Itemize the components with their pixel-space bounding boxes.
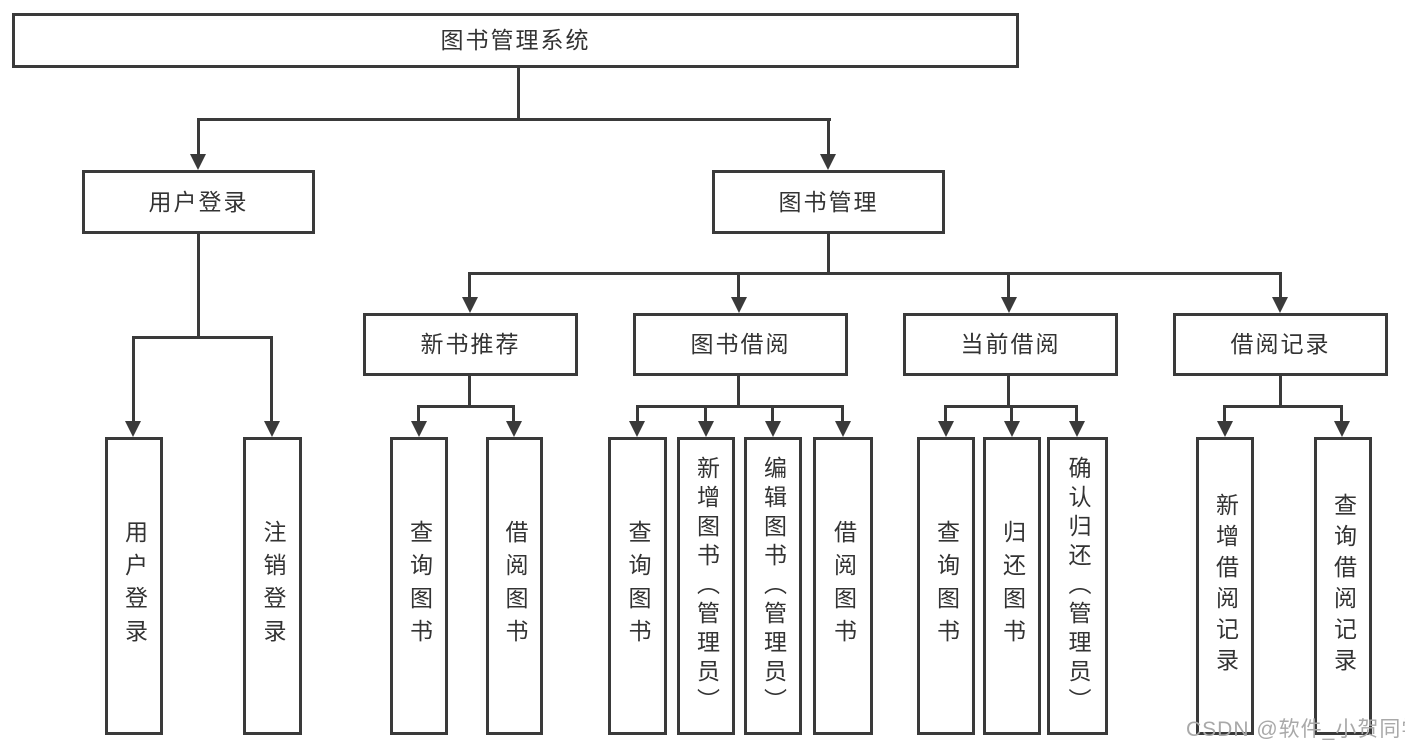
leaf-confirm-return-admin: 确认归还（管理员） xyxy=(1047,437,1108,735)
leaf-borrow-books-1-label: 借阅图书 xyxy=(502,520,528,652)
connector-line xyxy=(737,376,740,405)
arrowhead-down-icon xyxy=(264,421,280,437)
connector-line xyxy=(636,405,844,408)
connector-line xyxy=(517,68,520,119)
leaf-query-books-2-label: 查询图书 xyxy=(625,520,651,652)
connector-line xyxy=(132,336,273,339)
node-book-management-label: 图书管理 xyxy=(778,188,879,215)
node-borrowing-records: 借阅记录 xyxy=(1173,313,1388,376)
connector-line xyxy=(512,405,515,425)
arrowhead-down-icon xyxy=(462,297,478,313)
arrowhead-down-icon xyxy=(765,421,781,437)
arrowhead-down-icon xyxy=(190,154,206,170)
node-root-label: 图书管理系统 xyxy=(440,27,591,53)
connector-line xyxy=(468,272,1282,275)
arrowhead-down-icon xyxy=(1272,297,1288,313)
connector-line xyxy=(468,376,471,405)
arrowhead-down-icon xyxy=(411,421,427,437)
leaf-return-book: 归还图书 xyxy=(983,437,1041,735)
connector-line xyxy=(1010,405,1013,425)
connector-line xyxy=(1279,272,1282,300)
leaf-borrow-books-2: 借阅图书 xyxy=(813,437,873,735)
connector-line xyxy=(197,234,200,336)
connector-line xyxy=(827,234,830,272)
connector-line xyxy=(197,118,831,121)
connector-line xyxy=(417,405,420,425)
node-user-login: 用户登录 xyxy=(82,170,315,234)
arrowhead-down-icon xyxy=(1069,421,1085,437)
connector-line xyxy=(468,272,471,300)
arrowhead-down-icon xyxy=(1004,421,1020,437)
leaf-add-borrow-record: 新增借阅记录 xyxy=(1196,437,1254,735)
node-borrowing-records-label: 借阅记录 xyxy=(1230,331,1331,357)
leaf-logout: 注销登录 xyxy=(243,437,302,735)
node-current-borrowing-label: 当前借阅 xyxy=(960,331,1061,357)
connector-line xyxy=(841,405,844,425)
arrowhead-down-icon xyxy=(698,421,714,437)
connector-line xyxy=(417,405,515,408)
leaf-query-books-3-label: 查询图书 xyxy=(933,520,960,652)
connector-line xyxy=(1007,272,1010,300)
arrowhead-down-icon xyxy=(938,421,954,437)
leaf-borrow-books-2-label: 借阅图书 xyxy=(830,520,857,652)
connector-line xyxy=(827,118,830,158)
leaf-add-book-admin-label: 新增图书（管理员） xyxy=(693,455,720,717)
node-book-borrowing: 图书借阅 xyxy=(633,313,848,376)
leaf-user-login-label: 用户登录 xyxy=(121,520,148,652)
leaf-borrow-books-1: 借阅图书 xyxy=(486,437,543,735)
arrowhead-down-icon xyxy=(835,421,851,437)
connector-line xyxy=(1279,376,1282,405)
node-book-borrowing-label: 图书借阅 xyxy=(690,331,791,357)
leaf-add-borrow-record-label: 新增借阅记录 xyxy=(1212,493,1239,679)
watermark: CSDN @软件_小贺同学 xyxy=(1186,718,1405,741)
node-user-login-label: 用户登录 xyxy=(148,188,249,215)
leaf-confirm-return-admin-label: 确认归还（管理员） xyxy=(1065,455,1091,717)
leaf-query-borrow-record: 查询借阅记录 xyxy=(1314,437,1372,735)
arrowhead-down-icon xyxy=(125,421,141,437)
connector-line xyxy=(132,336,135,426)
connector-line xyxy=(1075,405,1078,425)
leaf-logout-label: 注销登录 xyxy=(260,520,286,652)
leaf-query-books-1: 查询图书 xyxy=(390,437,448,735)
leaf-query-books-2: 查询图书 xyxy=(608,437,667,735)
connector-line xyxy=(1223,405,1343,408)
leaf-add-book-admin: 新增图书（管理员） xyxy=(677,437,735,735)
leaf-query-books-3: 查询图书 xyxy=(917,437,975,735)
node-new-book-recommendation: 新书推荐 xyxy=(363,313,578,376)
arrowhead-down-icon xyxy=(731,297,747,313)
leaf-edit-book-admin-label: 编辑图书（管理员） xyxy=(760,455,787,717)
node-book-management: 图书管理 xyxy=(712,170,945,234)
connector-line xyxy=(737,272,740,300)
arrowhead-down-icon xyxy=(1001,297,1017,313)
connector-line xyxy=(197,118,200,158)
connector-line xyxy=(944,405,947,425)
connector-line xyxy=(771,405,774,425)
connector-line xyxy=(1007,376,1010,405)
connector-line xyxy=(704,405,707,425)
leaf-query-books-1-label: 查询图书 xyxy=(406,520,433,652)
node-new-book-recommendation-label: 新书推荐 xyxy=(420,331,521,357)
connector-line xyxy=(1223,405,1226,425)
connector-line xyxy=(636,405,639,425)
connector-line xyxy=(270,336,273,426)
arrowhead-down-icon xyxy=(1217,421,1233,437)
arrowhead-down-icon xyxy=(1334,421,1350,437)
arrowhead-down-icon xyxy=(506,421,522,437)
connector-line xyxy=(1340,405,1343,425)
arrowhead-down-icon xyxy=(629,421,645,437)
leaf-edit-book-admin: 编辑图书（管理员） xyxy=(744,437,802,735)
node-root: 图书管理系统 xyxy=(12,13,1019,68)
leaf-return-book-label: 归还图书 xyxy=(999,520,1026,652)
leaf-query-borrow-record-label: 查询借阅记录 xyxy=(1330,493,1357,679)
node-current-borrowing: 当前借阅 xyxy=(903,313,1118,376)
arrowhead-down-icon xyxy=(820,154,836,170)
leaf-user-login: 用户登录 xyxy=(105,437,163,735)
